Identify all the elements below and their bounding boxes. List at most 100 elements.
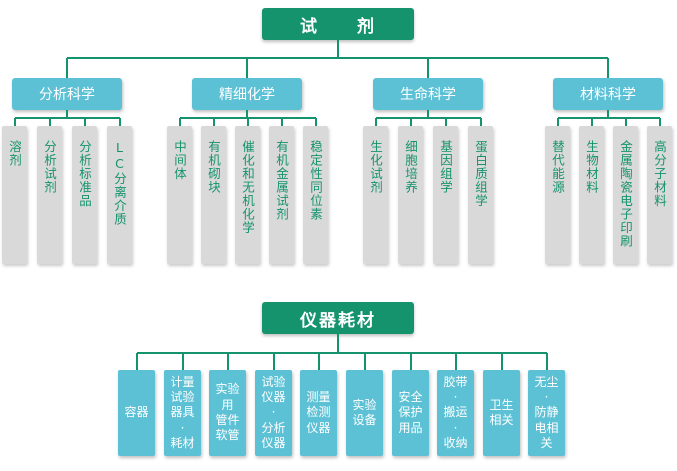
consumable-item: 测量 检测 仪器 — [300, 370, 337, 456]
reagent-item: 分析试剂 — [37, 126, 62, 264]
leaf-drop — [13, 118, 16, 126]
consumable-drop — [317, 353, 320, 370]
reagent-item-label: 稳定性同位素 — [308, 140, 323, 221]
consumable-item: 实验 设备 — [346, 370, 383, 456]
reagent-item-label: 分析标准品 — [77, 140, 92, 208]
leaf-drop — [658, 118, 661, 126]
leaf-drop — [479, 118, 482, 126]
reagent-item: 催化和无机化学 — [235, 126, 260, 264]
reagent-item: 有机砌块 — [201, 126, 226, 264]
category-box-2: 生命科学 — [373, 78, 483, 110]
reagent-item-label: 细胞培养 — [403, 140, 418, 194]
reagent-item: 替代能源 — [545, 126, 570, 264]
consumable-item-label: 测量 检测 仪器 — [306, 389, 331, 435]
category-box-1: 精细化学 — [192, 78, 302, 110]
reagents-root: 试 剂 — [262, 8, 414, 40]
reagent-item: LC分离介质 — [107, 126, 132, 264]
reagent-item: 细胞培养 — [398, 126, 423, 264]
leaf-drop — [374, 118, 377, 126]
leaf-drop — [118, 118, 121, 126]
consumable-item: 安全 保护 用品 — [392, 370, 429, 456]
consumable-item: 无尘 · 防静 电相 关 — [528, 370, 565, 456]
consumable-drop — [272, 353, 275, 370]
consumables-bus — [136, 352, 547, 354]
category-stem — [66, 110, 68, 118]
category-branch-bus — [375, 117, 481, 119]
reagents-root-stem — [337, 40, 339, 58]
leaf-drop — [178, 118, 181, 126]
reagent-item: 稳定性同位素 — [303, 126, 328, 264]
reagent-item-label: 生化试剂 — [368, 140, 383, 194]
reagent-item-label: 有机砌块 — [206, 140, 221, 194]
consumable-item: 卫生 相关 — [483, 370, 520, 456]
reagents-top-bus — [67, 57, 608, 59]
category-box-3-label: 材料科学 — [580, 87, 636, 103]
leaf-drop — [556, 118, 559, 126]
reagent-item-label: 蛋白质组学 — [473, 140, 488, 208]
consumable-item-label: 容器 — [124, 405, 149, 420]
consumable-item: 容器 — [118, 370, 155, 456]
consumables-root-stem — [337, 334, 339, 353]
leaf-drop — [590, 118, 593, 126]
reagents-title: 试 剂 — [300, 16, 376, 37]
consumable-item: 实验 用 管件 软管 — [209, 370, 246, 456]
reagent-item-label: 高分子材料 — [652, 140, 667, 208]
reagent-item-label: 替代能源 — [550, 140, 565, 194]
consumables-title: 仪器耗材 — [300, 310, 376, 331]
category-stem — [246, 110, 248, 118]
category-box-2-label: 生命科学 — [400, 87, 456, 103]
category-branch-bus — [557, 117, 660, 119]
consumable-item-label: 卫生 相关 — [489, 397, 514, 427]
reagent-item: 有机金属试剂 — [269, 126, 294, 264]
reagent-item: 基因组学 — [433, 126, 458, 264]
category-box-0-label: 分析科学 — [39, 87, 95, 103]
reagent-item: 生物材料 — [579, 126, 604, 264]
consumable-item: 试验 仪器 · 分析 仪器 — [255, 370, 292, 456]
consumable-drop — [181, 353, 184, 370]
consumable-item-label: 胶带 · 搬运 · 收纳 — [443, 374, 468, 451]
reagent-item-label: 分析试剂 — [42, 140, 57, 194]
leaf-drop — [48, 118, 51, 126]
reagent-item: 金属陶瓷电子印刷 — [613, 126, 638, 264]
reagent-item: 蛋白质组学 — [468, 126, 493, 264]
category-branch-bus — [14, 117, 120, 119]
leaf-drop — [83, 118, 86, 126]
reagent-item-label: 生物材料 — [584, 140, 599, 194]
reagent-item: 溶剂 — [2, 126, 27, 264]
consumables-root: 仪器耗材 — [262, 302, 414, 334]
reagent-item-label: 基因组学 — [438, 140, 453, 194]
leaf-drop — [444, 118, 447, 126]
consumable-drop — [500, 353, 503, 370]
leaf-drop — [246, 118, 249, 126]
leaf-drop — [624, 118, 627, 126]
consumable-item-label: 安全 保护 用品 — [398, 389, 423, 435]
consumable-item-label: 计量 试验 器具 · 耗材 — [170, 374, 195, 451]
category-drop — [427, 58, 429, 78]
category-drop — [607, 58, 609, 78]
reagent-item-label: LC分离介质 — [112, 140, 127, 226]
consumable-item-label: 实验 用 管件 软管 — [215, 382, 240, 443]
consumable-item: 计量 试验 器具 · 耗材 — [164, 370, 201, 456]
category-stem — [427, 110, 429, 118]
consumable-item-label: 无尘 · 防静 电相 关 — [534, 374, 559, 451]
category-drop — [246, 58, 248, 78]
consumable-drop — [454, 353, 457, 370]
leaf-drop — [280, 118, 283, 126]
category-drop — [66, 58, 68, 78]
consumable-drop — [135, 353, 138, 370]
consumable-drop — [545, 353, 548, 370]
reagent-item-label: 溶剂 — [7, 140, 22, 167]
category-box-0: 分析科学 — [12, 78, 122, 110]
reagent-item: 高分子材料 — [647, 126, 672, 264]
consumable-item-label: 实验 设备 — [352, 397, 377, 427]
category-stem — [607, 110, 609, 118]
category-box-3: 材料科学 — [553, 78, 663, 110]
consumable-drop — [363, 353, 366, 370]
consumable-drop — [409, 353, 412, 370]
reagent-item-label: 金属陶瓷电子印刷 — [618, 140, 633, 248]
reagent-item: 生化试剂 — [363, 126, 388, 264]
consumable-item-label: 试验 仪器 · 分析 仪器 — [261, 374, 286, 451]
category-box-1-label: 精细化学 — [219, 87, 275, 103]
leaf-drop — [314, 118, 317, 126]
